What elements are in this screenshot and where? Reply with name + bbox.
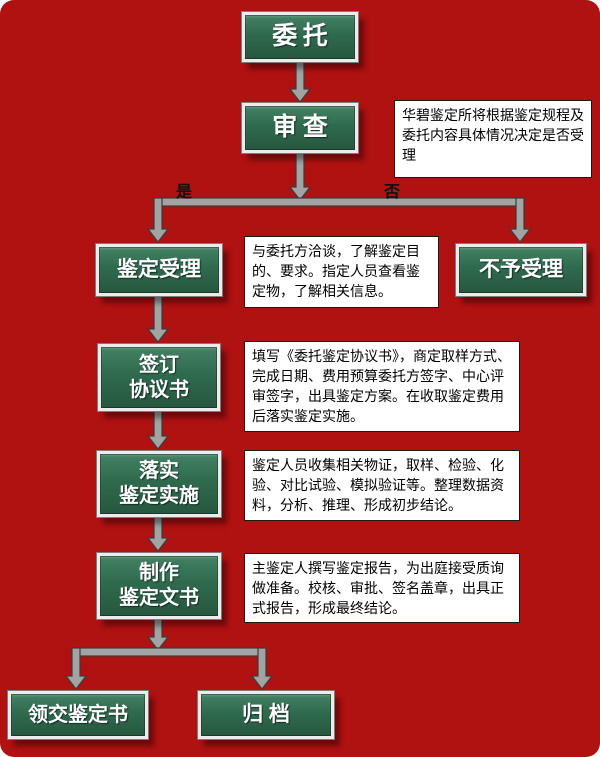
node-archive-label: 归 档 [242, 702, 290, 726]
node-sign-agreement: 签订 协议书 [98, 344, 220, 411]
node-prepare-document-label: 制作 鉴定文书 [119, 562, 199, 609]
node-accept: 鉴定受理 [96, 244, 222, 296]
branch-horizontal-bar [153, 197, 525, 207]
arrow-branch-to-accept [146, 197, 170, 243]
node-reject: 不予受理 [456, 244, 586, 296]
arrow-split-to-deliver [64, 647, 88, 690]
note-sign-agreement: 填写《委托鉴定协议书》，商定取样方式、完成日期、费用预算委托方签字、中心评审签字… [244, 341, 520, 432]
node-deliver-report: 领交鉴定书 [8, 691, 148, 739]
node-implement-appraisal-label: 落实 鉴定实施 [119, 460, 199, 507]
node-reject-label: 不予受理 [479, 257, 563, 281]
note-review: 华碧鉴定所将根据鉴定规程及委托内容具体情况决定是否受理 [394, 100, 592, 178]
node-review: 审查 [242, 103, 358, 153]
arrow-entrust-to-review [288, 61, 312, 103]
node-entrust: 委托 [242, 12, 358, 62]
arrow-split-to-archive [250, 647, 274, 690]
node-accept-label: 鉴定受理 [117, 257, 201, 281]
node-entrust-label: 委托 [272, 22, 334, 51]
note-accept: 与委托方洽谈，了解鉴定目的、要求。指定人员查看鉴定物，了解相关信息。 [244, 236, 439, 308]
node-prepare-document: 制作 鉴定文书 [97, 553, 221, 619]
arrow-sign-to-implement [146, 410, 170, 450]
arrow-branch-to-reject [508, 197, 532, 243]
note-implement-appraisal: 鉴定人员收集相关物证，取样、检验、化验、对比试验、模拟验证等。整理数据资料，分析… [244, 450, 520, 521]
branch-label-no: 否 [384, 184, 401, 201]
arrow-accept-to-sign [146, 295, 170, 343]
arrow-implement-to-document [146, 516, 170, 552]
branch-label-yes: 是 [176, 184, 193, 201]
node-review-label: 审查 [272, 113, 334, 142]
arrow-review-to-branch [288, 151, 312, 201]
node-implement-appraisal: 落实 鉴定实施 [97, 451, 221, 517]
note-prepare-document: 主鉴定人撰写鉴定报告，为出庭接受质询做准备。校核、审批、签名盖章，出具正式报告，… [244, 553, 520, 623]
node-archive: 归 档 [198, 691, 334, 739]
bottom-horizontal-bar [71, 647, 267, 657]
node-deliver-report-label: 领交鉴定书 [28, 703, 128, 726]
node-sign-agreement-label: 签订 协议书 [129, 353, 189, 401]
arrow-document-to-split [146, 618, 170, 651]
